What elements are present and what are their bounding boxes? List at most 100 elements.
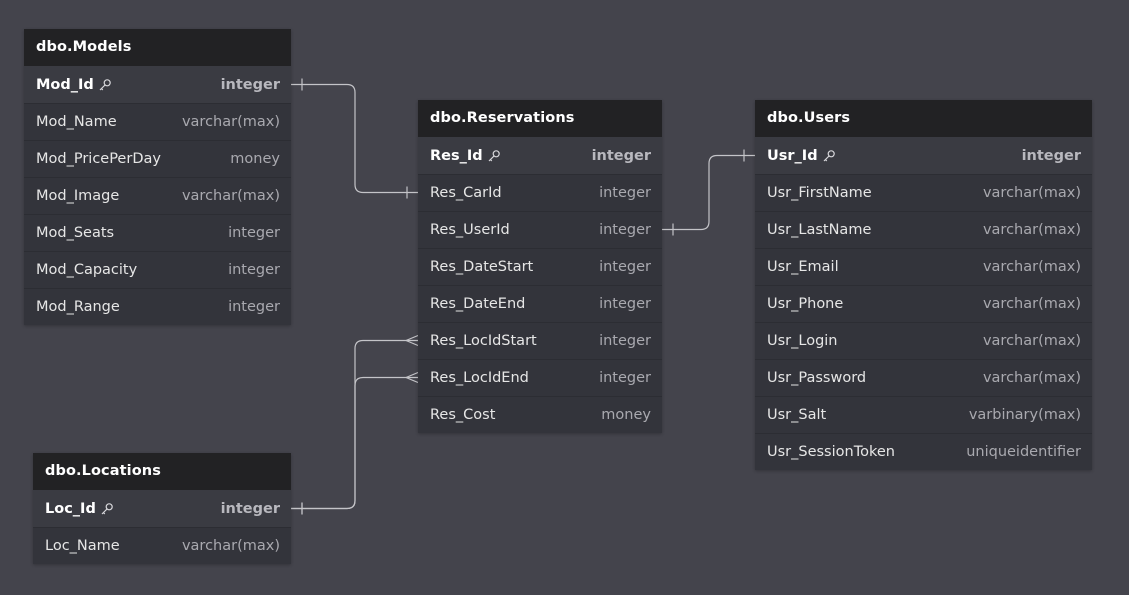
column-type: integer	[1021, 147, 1081, 164]
column-name-wrap: Usr_LastName	[767, 222, 871, 238]
column-name: Mod_Id	[36, 76, 94, 93]
column-name: Res_LocIdStart	[430, 333, 537, 349]
table-header[interactable]: dbo.Locations	[33, 453, 291, 490]
column-name: Mod_Name	[36, 114, 117, 130]
column-type: integer	[599, 259, 651, 275]
column-type: uniqueidentifier	[966, 444, 1081, 460]
table-row[interactable]: Mod_Image varchar(max)	[24, 177, 291, 214]
table-header[interactable]: dbo.Reservations	[418, 100, 662, 137]
many-marker	[405, 334, 419, 342]
table-header[interactable]: dbo.Models	[24, 29, 291, 66]
key-icon	[98, 78, 112, 92]
column-name: Mod_PricePerDay	[36, 151, 161, 167]
table-row[interactable]: Usr_Password varchar(max)	[755, 359, 1092, 396]
column-name-wrap: Res_LocIdStart	[430, 333, 537, 349]
table-row[interactable]: Loc_Name varchar(max)	[33, 527, 291, 564]
key-icon	[487, 149, 501, 163]
column-type: integer	[591, 147, 651, 164]
column-type: integer	[228, 262, 280, 278]
column-name-wrap: Res_DateStart	[430, 259, 533, 275]
table-row[interactable]: Loc_Id integer	[33, 490, 291, 527]
column-type: varchar(max)	[982, 370, 1081, 386]
column-type: integer	[599, 333, 651, 349]
relation-line-1[interactable]	[291, 83, 418, 194]
column-name: Res_DateEnd	[430, 296, 526, 312]
column-type: integer	[220, 76, 280, 93]
table-row[interactable]: Res_Id integer	[418, 137, 662, 174]
column-name-wrap: Mod_Image	[36, 188, 119, 204]
column-type: integer	[228, 225, 280, 241]
column-name: Res_UserId	[430, 222, 510, 238]
table-row[interactable]: Mod_Id integer	[24, 66, 291, 103]
column-type: varchar(max)	[982, 222, 1081, 238]
column-type: money	[601, 407, 651, 423]
column-name-wrap: Usr_FirstName	[767, 185, 872, 201]
column-name: Mod_Seats	[36, 225, 115, 241]
column-name-wrap: Res_UserId	[430, 222, 510, 238]
table-row[interactable]: Usr_FirstName varchar(max)	[755, 174, 1092, 211]
column-type: money	[230, 151, 280, 167]
column-name-wrap: Res_LocIdEnd	[430, 370, 529, 386]
column-type: varchar(max)	[181, 538, 280, 554]
column-name-wrap: Usr_Password	[767, 370, 866, 386]
column-name-wrap: Res_Id	[430, 148, 501, 164]
column-name: Res_DateStart	[430, 259, 534, 275]
column-name-wrap: Mod_PricePerDay	[36, 151, 161, 167]
column-name-wrap: Usr_Login	[767, 333, 838, 349]
table-row[interactable]: Mod_Seats integer	[24, 214, 291, 251]
relation-line-3[interactable]	[291, 339, 418, 510]
column-name: Usr_Id	[767, 147, 818, 164]
many-marker	[405, 376, 419, 384]
column-name: Mod_Capacity	[36, 262, 138, 278]
column-name-wrap: Mod_Capacity	[36, 262, 137, 278]
table-header[interactable]: dbo.Users	[755, 100, 1092, 137]
column-name: Res_Cost	[430, 407, 496, 423]
column-name: Usr_LastName	[767, 222, 872, 238]
column-type: varchar(max)	[982, 185, 1081, 201]
column-name: Res_CarId	[430, 185, 502, 201]
column-name: Res_Id	[430, 147, 483, 164]
table-row[interactable]: Usr_Id integer	[755, 137, 1092, 174]
relation-line-4[interactable]	[291, 376, 418, 510]
table-row[interactable]: Usr_LastName varchar(max)	[755, 211, 1092, 248]
column-name-wrap: Usr_Phone	[767, 296, 843, 312]
column-name: Usr_Password	[767, 370, 867, 386]
column-name-wrap: Res_CarId	[430, 185, 502, 201]
column-name-wrap: Loc_Name	[45, 538, 120, 554]
many-marker	[405, 339, 419, 347]
key-icon	[822, 149, 836, 163]
column-name-wrap: Usr_Salt	[767, 407, 826, 423]
column-name: Loc_Id	[45, 500, 96, 517]
table-row[interactable]: Mod_PricePerDay money	[24, 140, 291, 177]
table-row[interactable]: Res_DateStart integer	[418, 248, 662, 285]
relation-line-2[interactable]	[662, 154, 755, 231]
column-name-wrap: Mod_Id	[36, 77, 112, 93]
table-row[interactable]: Mod_Capacity integer	[24, 251, 291, 288]
column-name: Mod_Image	[36, 188, 120, 204]
column-name-wrap: Res_Cost	[430, 407, 495, 423]
table-row[interactable]: Res_Cost money	[418, 396, 662, 433]
table-row[interactable]: Res_LocIdStart integer	[418, 322, 662, 359]
column-type: integer	[220, 500, 280, 517]
column-type: varchar(max)	[181, 188, 280, 204]
column-name-wrap: Mod_Seats	[36, 225, 114, 241]
